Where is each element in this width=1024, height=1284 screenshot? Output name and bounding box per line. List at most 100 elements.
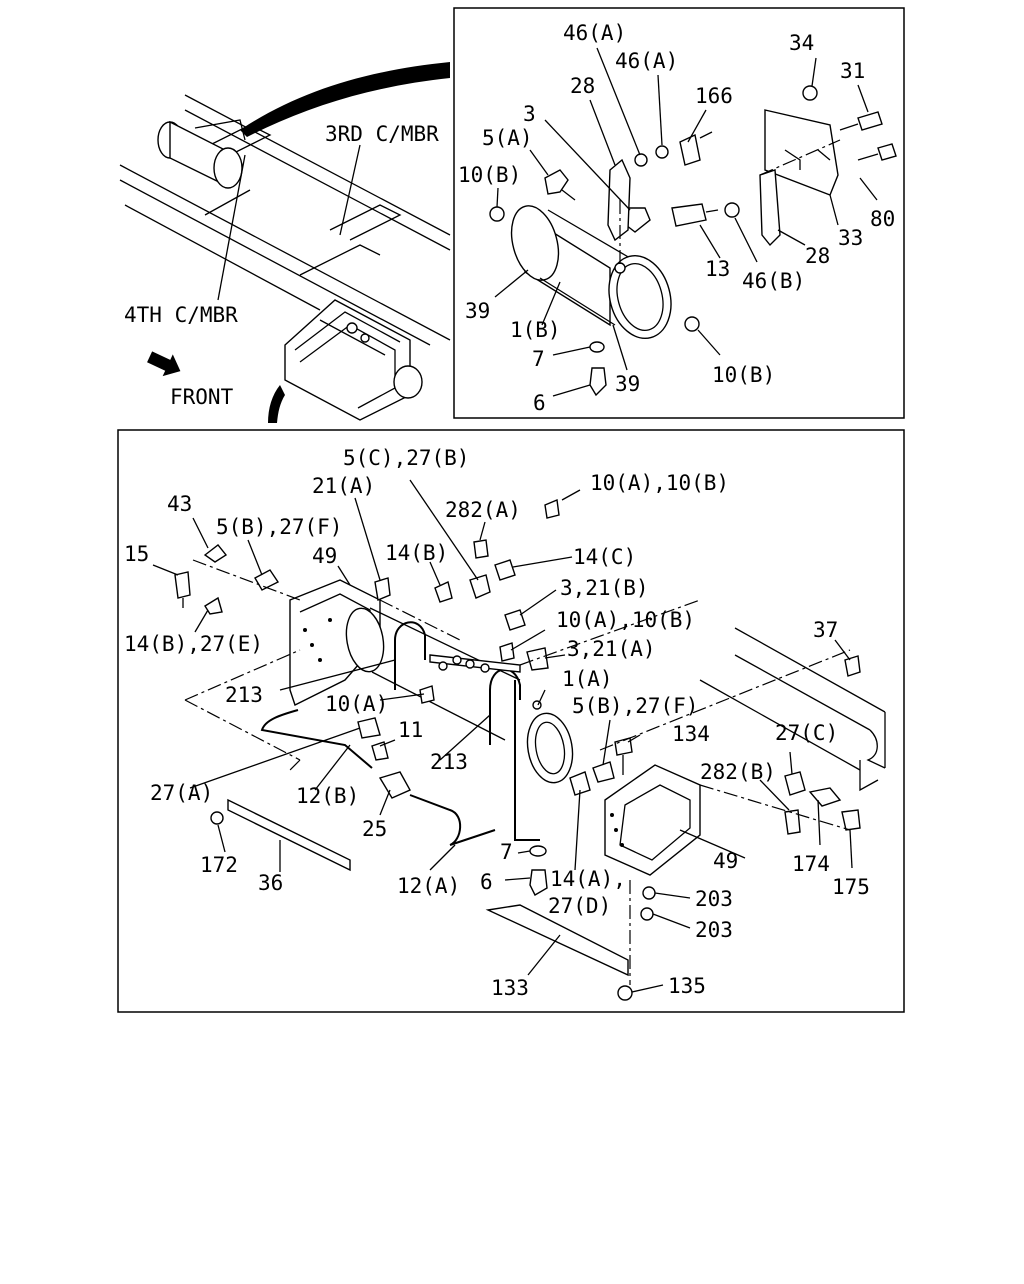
plug-10b-right [684, 316, 700, 332]
detail-top-labels: 46(A) 46(A) 34 31 28 166 3 5(A) 10(B) 80… [458, 21, 895, 415]
nut-203-a [642, 886, 656, 900]
label-25: 25 [362, 817, 387, 841]
label-14b: 14(B) [385, 541, 448, 565]
label-134: 134 [672, 722, 710, 746]
label-5b27f-left: 5(B),27(F) [216, 515, 342, 539]
nut-34 [802, 85, 818, 101]
nut-135 [617, 985, 633, 1001]
label-1b: 1(B) [510, 318, 561, 342]
label-6-top: 6 [533, 391, 546, 415]
label-12b: 12(B) [296, 784, 359, 808]
label-213-left: 213 [225, 683, 263, 707]
label-213-right: 213 [430, 750, 468, 774]
plate-133 [485, 904, 629, 977]
label-11: 11 [398, 718, 423, 742]
label-31: 31 [840, 59, 865, 83]
label-14a: 14(A), [550, 867, 626, 891]
bracket-49-right [604, 764, 701, 876]
label-203-a: 203 [695, 887, 733, 911]
label-174: 174 [792, 852, 830, 876]
label-27a: 27(A) [150, 781, 213, 805]
overview-label-3rd-cmbr: 3RD C/MBR [325, 122, 439, 146]
elbow-5c27b [469, 574, 491, 599]
label-43: 43 [167, 492, 192, 516]
overview-frame-illustration [119, 62, 451, 423]
nut-203-b [640, 907, 654, 921]
elbow-5b27f-left [254, 569, 280, 591]
label-10a10b-top: 10(A),10(B) [590, 471, 729, 495]
union-25 [378, 771, 411, 799]
valve-13 [671, 203, 707, 227]
label-39-left: 39 [465, 299, 490, 323]
label-46b: 46(B) [742, 269, 805, 293]
label-10a: 10(A) [325, 692, 388, 716]
detail-bottom-illustration [152, 479, 886, 1001]
washer-7-top [589, 341, 605, 353]
front-arrow-icon [147, 351, 181, 377]
drain-cock-6-top [589, 367, 607, 397]
label-10b-left: 10(B) [458, 163, 521, 187]
plug-10b-left [489, 206, 505, 222]
elbow-14c [494, 559, 516, 581]
label-5b27f-right: 5(B),27(F) [572, 694, 698, 718]
label-10a10b-mid: 10(A),10(B) [556, 608, 695, 632]
label-175: 175 [832, 875, 870, 899]
label-3-21b: 3,21(B) [560, 576, 649, 600]
strap-28-left [607, 158, 631, 242]
bolt-31 [857, 111, 883, 131]
label-37: 37 [813, 618, 838, 642]
pipe-12a [409, 794, 496, 846]
label-28-right: 28 [805, 244, 830, 268]
air-tank-1b [510, 205, 672, 340]
label-7-bottom: 7 [500, 840, 513, 864]
elbow-14b27e [204, 596, 223, 615]
label-33: 33 [838, 226, 863, 250]
label-49-left: 49 [312, 544, 337, 568]
switch-15 [174, 571, 191, 599]
label-14b27e: 14(B),27(E) [124, 632, 263, 656]
overview-starter-cylinder [157, 119, 246, 189]
label-1a: 1(A) [562, 667, 613, 691]
plug-10a10b-mid [499, 642, 515, 662]
label-28-left: 28 [570, 74, 595, 98]
chassis-rail [699, 627, 886, 792]
label-172: 172 [200, 853, 238, 877]
overview-callout-arc [240, 62, 450, 137]
elbow-14b [434, 581, 453, 603]
nut-46a-2 [655, 145, 669, 159]
switch-282a [473, 539, 489, 559]
label-10b-right: 10(B) [712, 363, 775, 387]
label-282b: 282(B) [700, 760, 776, 784]
nut-46a-1 [634, 153, 648, 167]
label-27d: 27(D) [548, 894, 611, 918]
elbow-5a [544, 169, 569, 195]
overview-label-front: FRONT [170, 385, 234, 409]
connector-27c [784, 771, 806, 796]
label-135: 135 [668, 974, 706, 998]
nut-46b [724, 202, 740, 218]
u-bolt-213-left [394, 621, 426, 690]
label-3-top: 3 [523, 102, 536, 126]
label-39-right: 39 [615, 372, 640, 396]
label-3-21a: 3,21(A) [567, 637, 656, 661]
bracket-33 [764, 109, 839, 196]
elbow-5b27f-right [592, 761, 615, 783]
detail-top-illustration [489, 47, 897, 397]
switch-282b [784, 809, 801, 835]
label-14c: 14(C) [573, 545, 636, 569]
label-21a: 21(A) [312, 474, 375, 498]
overview-tank-assembly [284, 299, 423, 421]
label-27c: 27(C) [775, 721, 838, 745]
label-282a: 282(A) [445, 498, 521, 522]
overview-callout-arc-lower [268, 385, 285, 423]
drain-cock-6-bottom [529, 869, 548, 896]
label-5c27b: 5(C),27(B) [343, 446, 469, 470]
strap-28-right [759, 169, 781, 247]
label-203-b: 203 [695, 918, 733, 942]
cap-175 [841, 809, 861, 831]
pipe-12b [260, 709, 373, 769]
elbow-14a27d [569, 771, 591, 796]
label-13: 13 [705, 257, 730, 281]
plate-36 [227, 798, 351, 872]
